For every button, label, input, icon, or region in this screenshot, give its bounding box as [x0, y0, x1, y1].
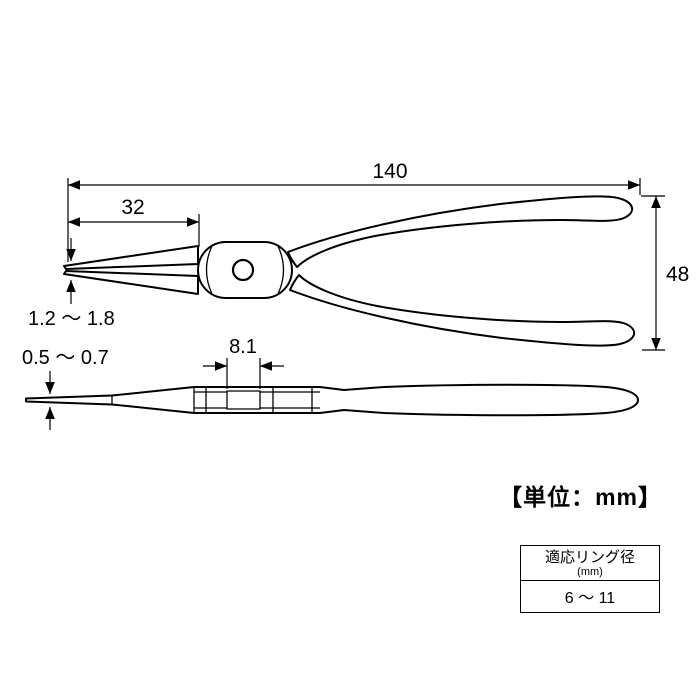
dim-8-1 — [203, 358, 284, 389]
dim-32 — [68, 214, 200, 247]
dim-label-32: 32 — [121, 196, 144, 219]
pivot-circle — [231, 258, 255, 282]
unit-label: 【単位：mm】 — [499, 484, 662, 510]
upper-jaw-outline — [63, 245, 199, 270]
dim-label-tip-top: 0.5 ～ 0.7 — [22, 347, 109, 369]
pliers-top-view — [25, 383, 639, 417]
top-view-joint-lines — [111, 387, 320, 413]
dim-label-140: 140 — [372, 160, 407, 183]
dim-label-48: 48 — [666, 263, 689, 286]
spec-table-header-title: 適応リング径 — [544, 549, 635, 566]
dim-label-joint-width: 8.1 — [229, 336, 257, 358]
spec-table-header-unit: (mm) — [577, 566, 603, 578]
dimension-annotations — [45, 178, 665, 430]
lower-handle-outline — [289, 274, 636, 347]
pliers-side-view — [63, 195, 636, 347]
dim-label-tip-side: 1.2 ～ 1.8 — [28, 308, 115, 330]
spec-table-value: 6 ～ 11 — [564, 590, 616, 607]
spec-table-header: 適応リング径 (mm) — [521, 546, 659, 581]
joint-plate-arc-right — [277, 245, 285, 295]
dim-48 — [641, 195, 665, 351]
joint-plate-arc-left — [205, 245, 213, 295]
pivot-boss-square — [226, 390, 261, 410]
upper-handle-outline — [287, 195, 634, 268]
spec-table: 適応リング径 (mm) 6 ～ 11 — [520, 545, 660, 613]
top-view-outline — [25, 383, 639, 417]
lower-jaw-outline — [63, 270, 199, 295]
